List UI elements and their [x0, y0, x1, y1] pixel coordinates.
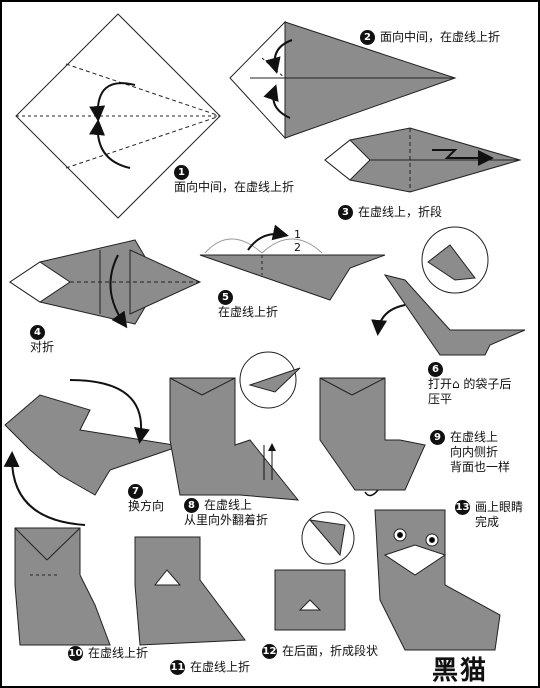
step5-number: 5 [218, 290, 233, 305]
step8-illustration [169, 351, 301, 501]
step9-text-line3: 背面也一样 [450, 460, 511, 474]
step3-caption: 3 在虚线上，折段 [338, 205, 442, 220]
step6-caption: 6 打开⌂ 的袋子后 压平 [428, 362, 511, 407]
step6-illustration [371, 226, 526, 356]
step10-text: 在虚线上折 [88, 646, 149, 660]
step1-caption: 1 面向中间，在虚线上折 [174, 165, 294, 195]
step4-caption: 4 对折 [30, 325, 54, 355]
step2-caption: 2 面向中间，在虚线上折 [360, 30, 500, 45]
step11-text: 在虚线上折 [190, 660, 251, 674]
step5-caption: 5 在虚线上折 [218, 290, 278, 320]
step3-illustration [324, 127, 522, 193]
step8-text-line2: 从里向外翻着折 [184, 513, 269, 527]
step10-number: 10 [68, 646, 83, 661]
step8-number: 8 [184, 498, 199, 513]
step13-caption: 13 画上眼睛 完成 [455, 500, 523, 530]
step9-illustration [319, 377, 426, 497]
step1-number: 1 [174, 165, 189, 180]
step4-illustration [9, 239, 202, 329]
step8-caption: 8 在虚线上 从里向外翻着折 [184, 498, 268, 528]
step11-caption: 11 在虚线上折 [170, 660, 250, 675]
step9-caption: 9 在虚线上 向内侧折 背面也一样 [430, 430, 510, 475]
step12-number: 12 [262, 644, 277, 659]
step12-text: 在后面，折成段状 [282, 644, 379, 658]
step5-illustration [199, 224, 386, 301]
step6-text-line1: 打开⌂ 的袋子后 [428, 377, 512, 391]
step10-caption: 10 在虚线上折 [68, 646, 148, 661]
step2-number: 2 [360, 30, 375, 45]
step13-text-line1: 画上眼睛 [475, 500, 524, 514]
step8-text-line1: 在虚线上 [204, 498, 253, 512]
step6-number: 6 [428, 362, 443, 377]
step4-text: 对折 [30, 340, 55, 354]
step13-illustration [374, 509, 501, 651]
step5-text: 在虚线上折 [218, 305, 279, 319]
step11-illustration [134, 536, 246, 646]
step11-number: 11 [170, 660, 185, 675]
step1-text: 面向中间，在虚线上折 [174, 180, 295, 194]
step4-number: 4 [30, 325, 45, 340]
step9-text-line1: 在虚线上 [450, 430, 499, 444]
step10-illustration [14, 527, 111, 646]
fraction-bottom: 2 [294, 241, 301, 254]
step7-illustration [3, 379, 181, 526]
step12-caption: 12 在后面，折成段状 [262, 644, 378, 659]
step13-number: 13 [455, 500, 470, 515]
fraction-top: 1 [294, 228, 301, 241]
step9-number: 9 [430, 430, 445, 445]
step13-text-line2: 完成 [475, 515, 500, 529]
step12-illustration [274, 511, 355, 631]
step7-number: 7 [128, 484, 143, 499]
step1-illustration [15, 13, 221, 219]
step6-text-line2: 压平 [428, 392, 453, 406]
step7-caption: 7 换方向 [128, 484, 164, 514]
step9-text-line2: 向内侧折 [450, 445, 499, 459]
step2-text: 面向中间，在虚线上折 [380, 30, 501, 44]
step7-text: 换方向 [128, 499, 165, 513]
diagram-title: 黑猫 [432, 656, 489, 686]
step3-text: 在虚线上，折段 [358, 205, 443, 219]
step2-illustration [229, 20, 457, 140]
step3-number: 3 [338, 205, 353, 220]
